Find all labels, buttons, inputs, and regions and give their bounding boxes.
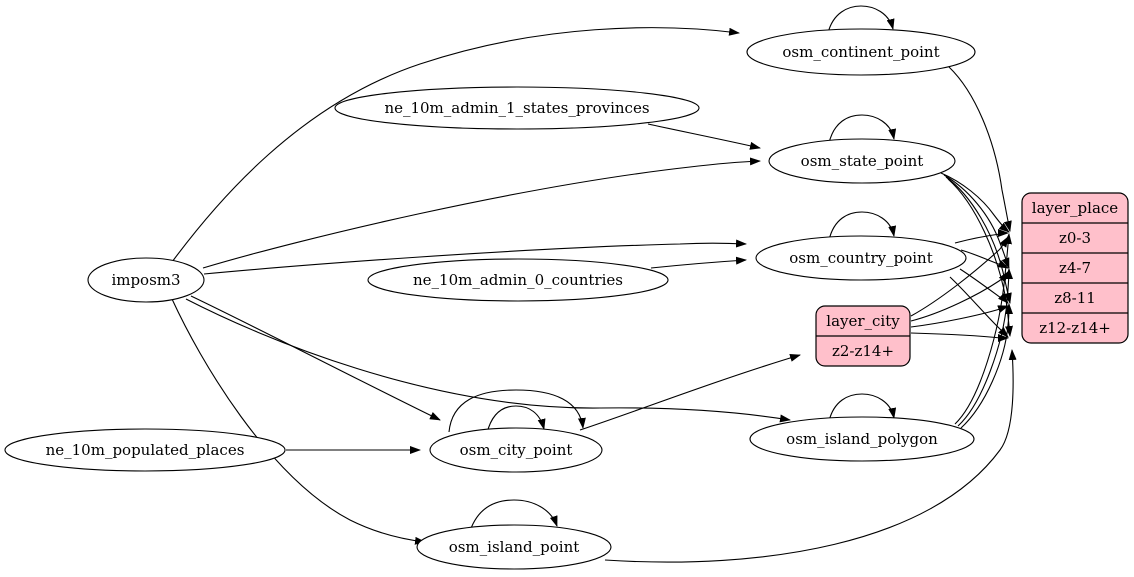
edge-layer-city-to-layer-place-r3 — [910, 305, 1009, 328]
edge-osm-island-polygon-to-layer-place-r3 — [960, 303, 1013, 429]
layer-city-title: layer_city — [826, 312, 900, 330]
node-ne-states-label: ne_10m_admin_1_states_provinces — [384, 99, 649, 117]
node-osm-island-polygon-label: osm_island_polygon — [786, 430, 938, 448]
node-osm-country-point[interactable]: osm_country_point — [755, 235, 967, 281]
edge-osm-island-polygon-to-layer-place-r1 — [954, 233, 1012, 425]
edge-self-osm-island-polygon — [828, 393, 897, 422]
layer-place-row-z12-z14plus[interactable]: z12-z14+ — [1039, 319, 1111, 337]
edge-imposm3-to-osm-continent-point — [171, 27, 740, 263]
node-osm-island-polygon[interactable]: osm_island_polygon — [749, 416, 975, 462]
edge-layer-city-to-layer-place-r1 — [910, 236, 1009, 317]
node-ne-countries-label: ne_10m_admin_0_countries — [413, 271, 623, 289]
edge-osm-island-point-to-layer-place — [604, 349, 1017, 563]
layer-place-title: layer_place — [1032, 199, 1119, 217]
node-osm-country-point-label: osm_country_point — [789, 249, 933, 267]
nodes-layer: imposm3 ne_10m_admin_1_states_provinces … — [4, 28, 976, 570]
edge-osm-country-point-to-layer-place-r3 — [959, 268, 1009, 304]
layer-city-row-z2-z14plus[interactable]: z2-z14+ — [832, 342, 894, 360]
node-imposm3-label: imposm3 — [111, 271, 180, 289]
edge-osm-state-point-to-layer-place-r1 — [940, 172, 1010, 233]
node-osm-city-point-label: osm_city_point — [460, 441, 573, 459]
edge-imposm3-to-osm-state-point — [202, 157, 761, 269]
layer-place-row-z4-7[interactable]: z4-7 — [1059, 259, 1091, 277]
edge-osm-city-point-outer-arc — [448, 389, 586, 433]
node-ne-10m-populated-places[interactable]: ne_10m_populated_places — [4, 428, 286, 472]
node-osm-continent-point[interactable]: osm_continent_point — [746, 28, 976, 76]
edge-layer-city-to-layer-place-r2 — [910, 271, 1009, 322]
edge-osm-country-point-to-layer-place-r2 — [960, 249, 1009, 269]
node-ne-populated-label: ne_10m_populated_places — [46, 441, 245, 459]
edge-layer-city-to-layer-place-r4 — [910, 332, 1009, 342]
edge-self-osm-island-point — [469, 499, 558, 532]
edge-imposm3-to-osm-country-point — [203, 239, 747, 275]
node-ne-10m-admin-0-countries[interactable]: ne_10m_admin_0_countries — [367, 258, 669, 302]
edge-imposm3-to-osm-island-point — [171, 298, 426, 545]
edge-self-osm-state-point — [828, 114, 897, 144]
node-osm-continent-point-label: osm_continent_point — [782, 43, 939, 61]
layer-place-row-z0-3[interactable]: z0-3 — [1059, 229, 1091, 247]
node-osm-state-point[interactable]: osm_state_point — [768, 138, 956, 184]
records-layer: layer_place z0-3 z4-7 z8-11 z12-z14+ lay… — [815, 192, 1129, 367]
edge-osm-country-point-to-layer-place-r4 — [949, 276, 1009, 338]
layer-place-row-z8-11[interactable]: z8-11 — [1054, 289, 1096, 307]
edge-self-osm-country-point — [828, 211, 897, 241]
edge-osm-continent-point-to-layer-place — [948, 66, 1012, 232]
edge-osm-city-point-to-layer-city — [579, 354, 801, 431]
edges-layer — [171, 5, 1017, 563]
node-imposm3[interactable]: imposm3 — [87, 257, 205, 303]
edge-osm-country-point-to-layer-place-r1 — [954, 229, 1009, 244]
edge-osm-state-point-to-layer-place-r3 — [945, 176, 1012, 304]
node-osm-island-point-label: osm_island_point — [449, 538, 580, 556]
edge-ne-countries-to-osm-country-point — [650, 256, 747, 269]
node-layer-city[interactable]: layer_city z2-z14+ — [815, 305, 911, 367]
node-osm-island-point[interactable]: osm_island_point — [416, 524, 612, 570]
edge-self-osm-city-point — [486, 405, 546, 434]
edge-imposm3-to-osm-island-polygon — [185, 298, 791, 423]
node-layer-place[interactable]: layer_place z0-3 z4-7 z8-11 z12-z14+ — [1021, 192, 1129, 344]
edge-ne-states-to-osm-state-point — [647, 123, 761, 150]
edge-self-osm-continent-point — [827, 5, 895, 34]
node-ne-10m-admin-1-states-provinces[interactable]: ne_10m_admin_1_states_provinces — [334, 86, 700, 130]
node-osm-state-point-label: osm_state_point — [801, 152, 924, 170]
edge-imposm3-to-osm-city-point — [190, 295, 441, 421]
node-osm-city-point[interactable]: osm_city_point — [429, 427, 603, 473]
